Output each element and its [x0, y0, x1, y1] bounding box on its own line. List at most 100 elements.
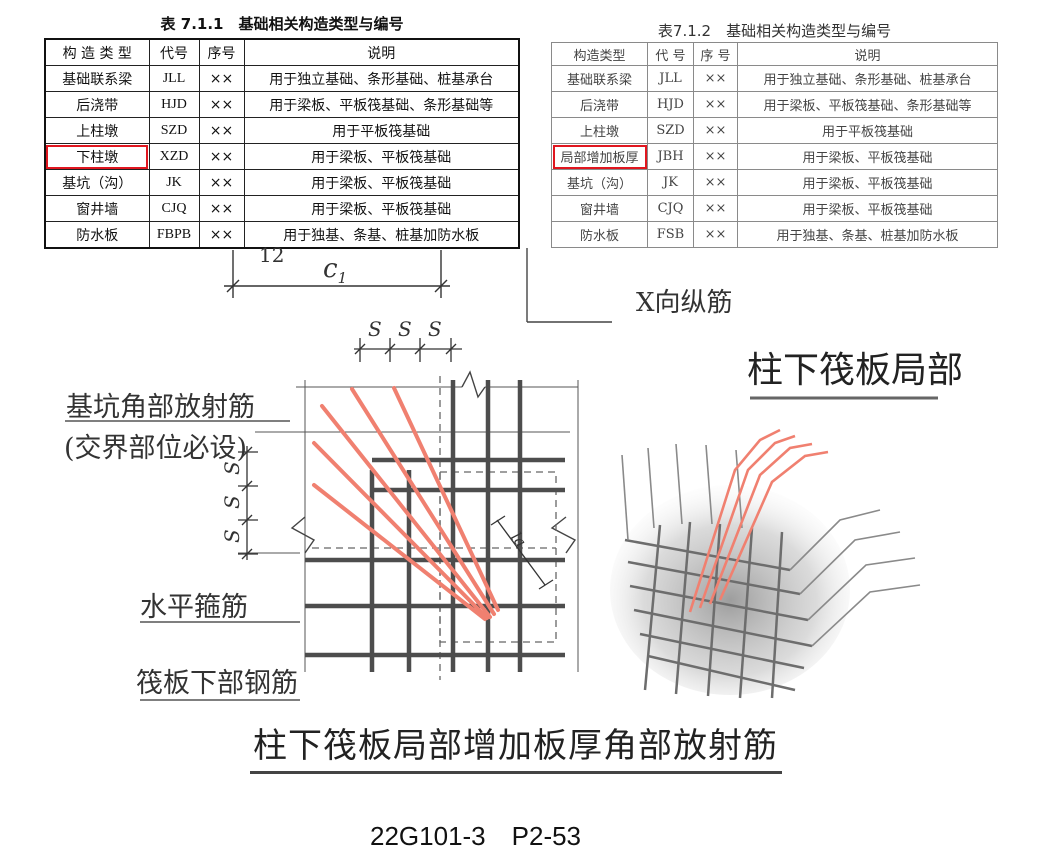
rebar-grid	[305, 380, 565, 672]
table-header-row: 构 造 类 型 代号 序号 说明	[44, 38, 520, 66]
header-code: 代号	[148, 38, 200, 66]
table-row: 基坑（沟）JK××用于梁板、平板筏基础	[44, 169, 520, 196]
cell-description: 用于梁板、平板筏基础	[243, 195, 520, 222]
cell-description: 用于独立基础、条形基础、桩基承台	[737, 65, 998, 92]
cell-code: JLL	[148, 65, 200, 92]
cell-number: ××	[693, 195, 738, 222]
label-horizontal-stirrup: 水平箍筋	[140, 592, 248, 623]
header-code: 代 号	[647, 42, 694, 66]
header-type: 构造类型	[551, 42, 648, 66]
rebar-3d-render	[610, 428, 921, 699]
label-s-3: S	[428, 317, 442, 341]
cell-code: CJQ	[647, 195, 694, 222]
label-s-4: S	[220, 461, 244, 475]
table-7-1-2: 表7.1.2 基础相关构造类型与编号 构造类型 代 号 序 号 说明 基础联系梁…	[551, 20, 998, 248]
label-x-bars: X向纵筋	[636, 288, 733, 318]
label-bottom-rebar: 筏板下部钢筋	[136, 668, 298, 699]
cell-code: SZD	[647, 117, 694, 144]
cell-description: 用于梁板、平板筏基础、条形基础等	[737, 91, 998, 118]
rebar-drawing: 12 c1 X向纵筋	[64, 243, 963, 701]
cell-number: ××	[693, 221, 738, 248]
cell-number: ××	[693, 117, 738, 144]
table-title: 表7.1.2 基础相关构造类型与编号	[657, 22, 892, 40]
break-mark-left	[290, 516, 316, 554]
cell-type: 基坑（沟）	[44, 169, 150, 196]
plan-view: S S S S S S la	[65, 317, 579, 701]
table-row: 基坑（沟）JK××用于梁板、平板筏基础	[551, 169, 998, 196]
label-c1: c1	[323, 254, 347, 287]
cell-description: 用于梁板、平板筏基础	[737, 169, 998, 196]
cell-type: 基础联系梁	[551, 65, 648, 92]
table-title: 表 7.1.1 基础相关构造类型与编号	[160, 15, 404, 33]
cell-code: CJQ	[148, 195, 200, 222]
header-type: 构 造 类 型	[44, 38, 150, 66]
label-corner-bars: 基坑角部放射筋	[66, 392, 255, 423]
cell-type: 上柱墩	[551, 117, 648, 144]
dimension-s-top	[354, 338, 462, 362]
cell-type: 下柱墩	[44, 143, 150, 170]
label-c1-main: c	[323, 254, 338, 284]
cell-type: 基坑（沟）	[551, 169, 648, 196]
figure-caption: 柱下筏板局部增加板厚角部放射筋	[253, 726, 778, 766]
cell-number: ××	[198, 195, 245, 222]
dimension-c1	[224, 250, 450, 298]
cell-description: 用于独基、条基、桩基加防水板	[737, 221, 998, 248]
cell-description: 用于梁板、平板筏基础	[737, 195, 998, 222]
cell-description: 用于梁板、平板筏基础、条形基础等	[243, 91, 520, 118]
cell-type: 窗井墙	[44, 195, 150, 222]
cell-description: 用于独立基础、条形基础、桩基承台	[243, 65, 520, 92]
cell-code: JK	[148, 169, 200, 196]
cell-code: JLL	[647, 65, 694, 92]
cell-code: HJD	[148, 91, 200, 118]
cell-description: 用于梁板、平板筏基础	[737, 143, 998, 170]
label-s-5: S	[220, 495, 244, 509]
break-mark-right	[550, 516, 577, 554]
x-bars-leader	[526, 248, 612, 323]
cell-number: ××	[198, 117, 245, 144]
header-description: 说明	[737, 42, 998, 66]
label-s-1: S	[368, 317, 382, 341]
cell-code: JK	[647, 169, 694, 196]
radial-bars-3d	[688, 428, 829, 613]
cell-type: 后浇带	[44, 91, 150, 118]
header-number: 序 号	[693, 42, 738, 66]
radial-corner-bars	[312, 386, 500, 621]
cell-code: SZD	[148, 117, 200, 144]
cell-number: ××	[198, 143, 245, 170]
header-number: 序号	[198, 38, 245, 66]
label-corner-bars-note: (交界部位必设)	[64, 433, 247, 464]
table-header-row: 构造类型 代 号 序 号 说明	[551, 42, 998, 66]
cell-number: ××	[198, 91, 245, 118]
partial-title: 柱下筏板局部	[747, 350, 963, 391]
caption-underline	[250, 771, 782, 774]
cell-description: 用于梁板、平板筏基础	[243, 143, 520, 170]
cell-description: 用于平板筏基础	[243, 117, 520, 144]
label-la: la	[507, 529, 530, 551]
cell-description: 用于独基、条基、桩基加防水板	[243, 221, 520, 249]
table-7-1-1: 表 7.1.1 基础相关构造类型与编号 构 造 类 型 代号 序号 说明 基础联…	[44, 10, 520, 249]
cell-description: 用于梁板、平板筏基础	[243, 169, 520, 196]
label-s-2: S	[398, 317, 412, 341]
cell-number: ××	[198, 65, 245, 92]
cell-type: 基础联系梁	[44, 65, 150, 92]
cell-code: JBH	[647, 143, 694, 170]
cell-number: ××	[198, 169, 245, 196]
label-s-6: S	[220, 529, 244, 543]
cell-description: 用于平板筏基础	[737, 117, 998, 144]
label-12: 12	[259, 243, 284, 267]
cell-number: ××	[693, 169, 738, 196]
break-mark-top	[461, 370, 486, 399]
dimension-la	[490, 515, 554, 590]
